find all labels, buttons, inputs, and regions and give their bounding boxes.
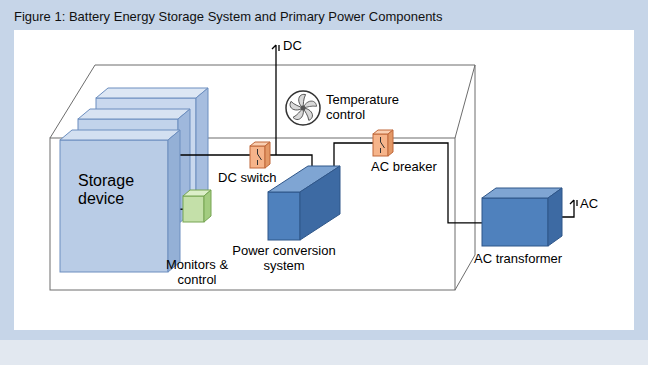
front-face — [268, 192, 300, 240]
enclosure-edge — [95, 65, 475, 66]
fan-blade — [296, 93, 307, 108]
node-label: DC switch — [218, 171, 277, 186]
fan-housing — [286, 91, 320, 125]
terminal-label: AC — [580, 196, 598, 211]
front-face — [482, 198, 548, 246]
side-face — [388, 130, 393, 156]
side-face — [548, 188, 562, 246]
enclosure-edge — [455, 65, 475, 138]
shape-outline — [183, 190, 211, 222]
fan-hub — [301, 106, 306, 111]
ac-terminal-symbol — [570, 200, 577, 209]
figure-title: Figure 1: Battery Energy Storage System … — [14, 9, 442, 24]
temperature-control-fan: Temperature control — [285, 90, 321, 126]
shape-outline — [285, 90, 321, 126]
enclosure-outline — [50, 65, 475, 290]
shape-outline — [250, 142, 270, 168]
front-face — [183, 196, 204, 222]
side-face — [204, 190, 211, 222]
node-label: Monitors & control — [152, 258, 242, 288]
power-wire — [393, 143, 482, 223]
ac-output-wire — [562, 209, 574, 217]
storage-side — [196, 88, 208, 203]
side-face — [300, 166, 340, 240]
enclosure-front — [50, 138, 455, 290]
power-wire — [270, 155, 312, 166]
storage-device-box: Storage device — [60, 130, 180, 272]
storage-top — [96, 88, 208, 98]
front-face — [373, 134, 388, 156]
side-face — [168, 130, 180, 272]
dc-terminal-symbol — [272, 45, 279, 54]
figure-panel — [14, 30, 634, 330]
node-label: AC transformer — [474, 252, 562, 267]
storage-top — [78, 109, 190, 119]
side-face — [265, 142, 270, 168]
ac-transformer-box: AC transformer — [482, 188, 562, 246]
shape-outline — [482, 188, 562, 246]
bottom-strip — [0, 340, 648, 365]
front-face — [250, 146, 265, 168]
ac-breaker: AC breaker — [373, 130, 393, 156]
node-label: Temperature control — [326, 93, 408, 123]
switch-symbol — [381, 137, 385, 153]
enclosure-edge — [475, 65, 476, 255]
shape-outline — [373, 130, 393, 156]
monitor-control-unit: Monitors & control — [183, 190, 211, 222]
switch-symbol — [258, 149, 262, 165]
node-label: Power conversion system — [224, 244, 344, 274]
front-face — [60, 140, 168, 272]
node-label: Storage device — [78, 172, 158, 209]
power-conversion-box: Power conversion system — [268, 166, 340, 240]
top-face — [60, 130, 180, 140]
dc-switch: DC switch — [250, 142, 270, 168]
terminal-label: DC — [283, 38, 302, 53]
enclosure-edge — [455, 255, 475, 290]
power-wire — [180, 154, 250, 155]
power-wire — [334, 143, 373, 166]
shape-outline — [268, 166, 340, 240]
dc-riser-wire — [275, 54, 276, 155]
node-label: AC breaker — [371, 160, 437, 175]
